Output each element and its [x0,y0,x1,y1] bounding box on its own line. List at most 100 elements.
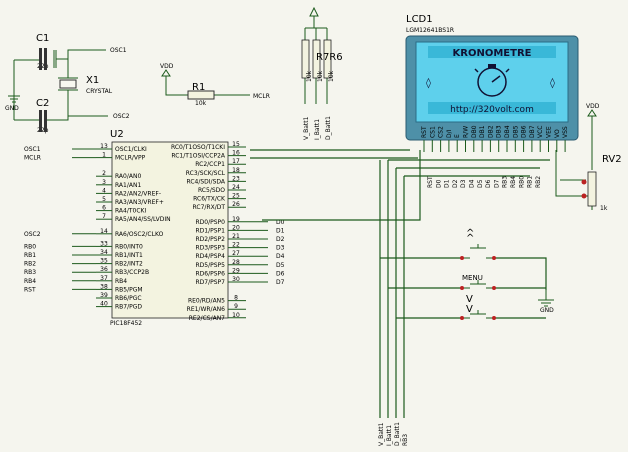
mcu-left-pin-number: 40 [100,301,108,308]
r1-wires [161,69,250,96]
rpack-net-2: I_Batt1 [314,119,321,140]
mcu-right-pin-name: RD6/PSP6 [196,270,226,277]
lcd-pin-name: DB7 [529,125,536,138]
lcd-pin-name: DB0 [471,125,478,138]
mcu-right-net-label: D6 [276,270,285,277]
mcu-left-pin-number: 35 [100,258,108,265]
lcd-pin-net-label: D6 [485,179,492,188]
lcd-pin-net-label: D5 [477,179,484,188]
c2-label: C2 [36,98,49,109]
r1-body [187,90,215,100]
mcu-right-pin-number: 8 [234,295,238,302]
mcu-right-pin-number: 15 [232,141,240,148]
rv2-wires [555,109,597,210]
rpack-section: R7R6 10k 10k 10k V_Batt1 I_Batt1 D_Batt1 [301,6,343,140]
c1-plate-a [39,48,42,70]
rpack-val-3: 10k [328,70,335,82]
lcd-part: LGM12641BS1R [406,27,454,34]
c1-label: C1 [36,33,49,44]
lcd-pin-net-label: D0 [435,179,442,188]
mcu-right-pin-number: 9 [234,303,238,310]
bottom-nets: V_Batt1 I_Batt1 D_Batt1 RB3 [378,422,409,446]
lcd-pin-name: DB4 [504,125,511,138]
mcu-right-pin-name: RC4/SDI/SDA [186,178,225,185]
mcu-left-pin-number: 6 [102,205,106,212]
mcu-ref: U2 [110,129,124,140]
crystal-section: C1 22p C2 22p X1 CRYSTAL OSC1 OSC2 GND [5,33,130,134]
mcu-right-net-label: D3 [276,245,285,252]
vertical-bus [379,160,405,418]
lcd-pin-net-label: RB0 [518,176,525,188]
lcd-pin-net-label: RB2 [535,176,542,188]
r1-label: R1 [192,82,205,93]
c2-plate-b [44,110,47,132]
mcu-right-pin-number: 20 [232,224,240,231]
lcd-url-bar [428,102,556,114]
lcd-pin-name: VCC [537,126,544,138]
crystal-ground [8,60,20,120]
btn-down-caret-2: V [466,304,473,315]
mcu-right-pin-number: 25 [232,193,240,200]
mcu-right-pin-number: 10 [232,312,240,319]
lcd-ref: LCD1 [406,14,433,25]
mcu-left-pin-name: MCLR/VPP [115,155,146,162]
c1-plate-b [44,48,47,70]
mcu-left-pin-name: RB5/PGM [115,286,143,293]
c2-wires [14,115,108,121]
mcu-right-pin-name: RE1/WR/AN6 [187,306,226,313]
reset-section: VDD R1 10k MCLR [160,63,270,107]
lcd-pin-net-label: D1 [444,179,451,188]
btn-up-caret: ^ [466,228,474,239]
up-button[interactable] [460,244,496,260]
mcu-left-pin-name: RA5/AN4/SS/LVDIN [115,216,171,223]
mcu-right-pin-name: RC6/TX/CK [193,196,226,203]
lcd-pin-net-label: D2 [452,179,459,188]
button-feeds [380,257,462,319]
menu-button[interactable] [460,280,496,290]
x1-label: X1 [86,75,99,86]
lcd-pin-name: D/I [446,129,453,138]
mcu-right-net-label: D7 [276,279,285,286]
mcu-right-pin-number: 30 [232,276,240,283]
rpack-net-3: D_Batt1 [325,116,332,140]
lcd-pin-name: CS2 [438,126,445,138]
down-button[interactable] [460,310,496,320]
mcu-right-pin-name: RC3/SCK/SCL [186,170,226,177]
rv2-bottom-node [581,193,587,199]
mcu-left-pin-number: 34 [100,249,108,256]
mcu-left-pin-number: 39 [100,292,108,299]
mcu-right-pin-number: 24 [232,184,240,191]
mcu-left-pin-name: RA2/AN2/VREF- [115,190,161,197]
mcu-left-pin-number: 3 [102,179,106,186]
lcd-pin-net-label: D4 [469,179,476,188]
mcu-right-pin-number: 23 [232,175,240,182]
button-returns [494,257,547,319]
mcu-left-pin-number: 36 [100,266,108,273]
mcu-left-pin-number: 7 [102,213,106,220]
mcu-right-pin-number: 27 [232,250,240,257]
lcd-title-bar [428,46,556,58]
mcu-left-net-label: RB1 [24,252,36,259]
bus-wires [250,149,554,418]
lcd-pin-net-label: RST [427,176,434,188]
lcd-pin-net-label: RB1 [527,176,534,188]
mcu-left-pin-name: RB6/PGC [115,295,142,302]
mcu-part: PIC18F452 [110,320,142,327]
c1-wires [14,49,106,68]
rv2-body [587,171,597,207]
rpack-val-2: 10k [317,70,324,82]
mcu-left-net-label: OSC2 [24,231,41,238]
bottom-net-3: D_Batt1 [394,422,401,446]
mcu-right-pin-name: RC1/T1OSI/CCP2A [171,153,226,160]
buttons-section: ^ ^ MENU V V GND [460,228,554,320]
bottom-net-4: RB3 [402,434,409,446]
rpack-r2 [312,39,321,79]
lcd-section[interactable]: LCD1 LGM12641BS1R KRONOMETRE ◊ ◊ http://… [405,14,579,188]
mcu-right-pin-name: RD2/PSP2 [196,236,226,243]
lcd-pin-net-label: RB4 [510,176,517,188]
mcu-right-pin-name: RD1/PSP1 [196,227,226,234]
lcd-right-arrow: ◊ [550,77,555,89]
mcu-right-net-label: D4 [276,253,285,260]
